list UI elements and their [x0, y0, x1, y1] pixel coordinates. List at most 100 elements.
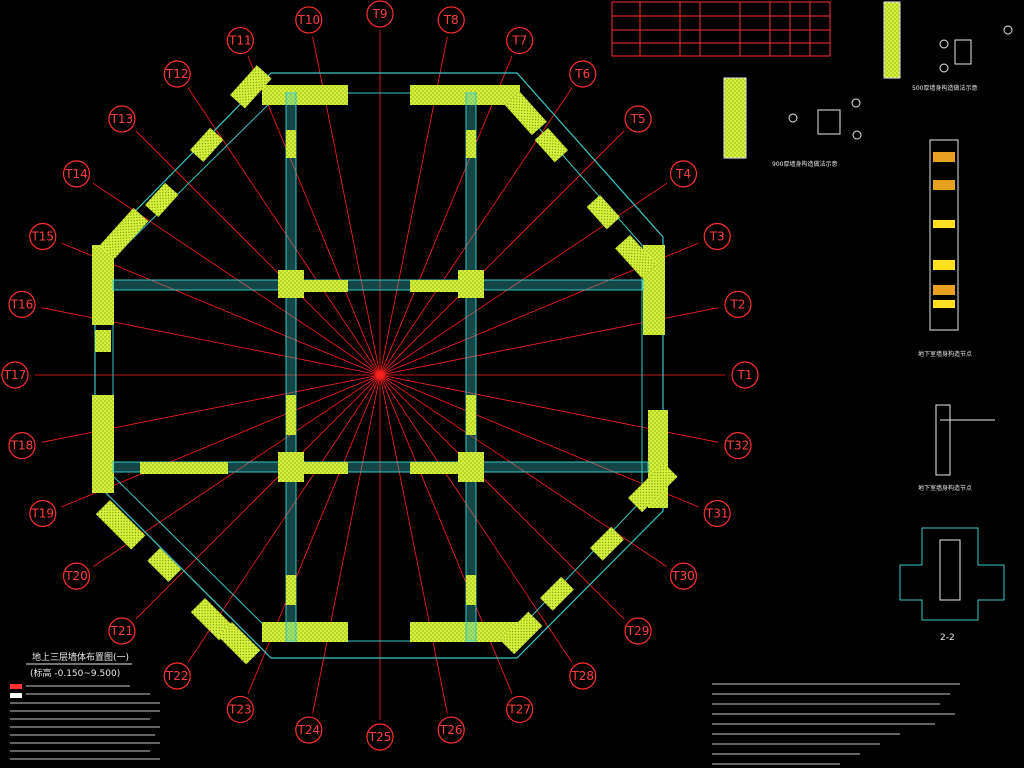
- detail-caption: 500厚墙身构造做法示意: [912, 84, 977, 92]
- axis-bubble-circle: [1, 361, 29, 389]
- wall-segment: [586, 195, 621, 230]
- axis-bubble-circle: [163, 662, 191, 690]
- wall-segment: [262, 85, 348, 105]
- axis-label: T7: [511, 34, 527, 48]
- wall-segment: [466, 575, 476, 605]
- axis-label: T3: [709, 229, 725, 243]
- axis-bubble-t15: T15: [29, 222, 57, 251]
- schedule-table: [611, 1, 831, 57]
- detail-callout: [851, 98, 861, 108]
- axis-bubble-t6: T6: [569, 60, 597, 88]
- axis-bubble-t19: T19: [29, 499, 57, 528]
- wall-segment: [100, 207, 149, 259]
- wall-segment: [92, 245, 114, 325]
- axis-ray: [135, 130, 381, 376]
- column-block: [278, 270, 304, 298]
- axis-bubble-circle: [8, 290, 36, 318]
- legend-swatch: [10, 684, 22, 689]
- wall-segment: [300, 462, 348, 474]
- column-block: [458, 452, 484, 482]
- axis-label: T9: [372, 7, 388, 21]
- axis-bubble-circle: [724, 290, 752, 318]
- wall-segment: [540, 576, 574, 611]
- axis-bubble-circle: [108, 105, 136, 133]
- detail-wall-section-c: 地下室墙身构造节点: [918, 139, 972, 358]
- detail-callout: [788, 113, 798, 123]
- axis-bubble-circle: [569, 60, 597, 88]
- axis-label: T23: [228, 702, 252, 716]
- axis-bubble-t30: T30: [669, 562, 698, 590]
- detail-wall: [935, 404, 951, 476]
- wall-segment: [410, 622, 520, 642]
- axis-bubble-t13: T13: [108, 105, 136, 133]
- axis-label: T25: [368, 730, 392, 744]
- axis-bubble-circle: [366, 0, 394, 28]
- wall-segment: [190, 598, 234, 641]
- axis-bubbles: T1T2T3T4T5T6T7T8T9T10T11T12T13T14T15T16T…: [1, 0, 759, 751]
- axis-bubble-circle: [108, 617, 136, 645]
- axis-label: T12: [165, 67, 189, 81]
- axis-bubble-circle: [506, 695, 534, 724]
- wall-segment: [286, 575, 296, 605]
- axis-bubble-circle: [29, 499, 57, 528]
- axis-bubble-t31: T31: [703, 499, 731, 528]
- axis-label: T10: [296, 13, 320, 27]
- axis-label: T6: [574, 67, 590, 81]
- axis-bubble-t28: T28: [569, 662, 597, 690]
- axis-ray: [379, 374, 513, 694]
- axis-label: T5: [630, 112, 646, 126]
- wall-segment: [466, 130, 476, 158]
- wall-segment: [534, 128, 569, 163]
- axis-bubble-t29: T29: [624, 617, 652, 645]
- detail-wall: [723, 77, 747, 159]
- axis-bubble-circle: [226, 695, 254, 724]
- section-2-2: 2-2: [899, 527, 1005, 643]
- axis-bubble-t1: T1: [731, 361, 759, 389]
- axis-bubble-t10: T10: [295, 6, 323, 34]
- axis-bubble-t26: T26: [437, 716, 465, 744]
- axis-ray: [247, 56, 381, 376]
- axis-bubble-circle: [295, 716, 323, 744]
- axis-label: T22: [165, 669, 189, 683]
- detail-wall: [929, 139, 959, 331]
- axis-bubble-circle: [669, 562, 698, 590]
- wall-segment: [466, 395, 476, 435]
- axis-ray: [187, 87, 381, 376]
- detail-wall-section-d: 地下室墙身构造节点: [918, 404, 995, 492]
- axis-ray: [135, 374, 381, 620]
- general-notes: [10, 683, 960, 765]
- detail-callout: [852, 130, 862, 140]
- detail-layer: [933, 285, 955, 295]
- axis-ray: [379, 374, 448, 714]
- axis-bubble-circle: [669, 160, 698, 188]
- axis-bubble-circle: [724, 432, 752, 460]
- axis-label: T24: [296, 723, 320, 737]
- axis-bubble-t27: T27: [506, 695, 534, 724]
- axis-bubble-t14: T14: [62, 160, 91, 188]
- detail-wall: [883, 1, 901, 79]
- axis-bubble-t17: T17: [1, 361, 29, 389]
- detail-layer: [933, 260, 955, 270]
- wall-segment: [505, 92, 547, 136]
- wall-segment: [410, 280, 460, 292]
- center-point: [377, 372, 383, 378]
- axis-ray: [247, 374, 381, 694]
- axis-label: T21: [110, 624, 134, 638]
- perimeter-wall: [92, 65, 678, 665]
- axis-label: T16: [10, 297, 34, 311]
- internal-beams: [112, 92, 649, 642]
- wall-segment: [140, 462, 228, 474]
- axis-label: T30: [671, 569, 695, 583]
- axis-bubble-circle: [62, 160, 91, 188]
- axis-bubble-t12: T12: [163, 60, 191, 88]
- axis-bubble-t8: T8: [437, 6, 465, 34]
- axis-bubble-t21: T21: [108, 617, 136, 645]
- axis-label: T2: [730, 297, 746, 311]
- axis-bubble-circle: [703, 499, 731, 528]
- section-column: [939, 539, 961, 601]
- axis-label: T1: [737, 368, 753, 382]
- detail-layer: [933, 180, 955, 190]
- axis-bubble-t25: T25: [366, 723, 394, 751]
- axis-bubble-t24: T24: [295, 716, 323, 744]
